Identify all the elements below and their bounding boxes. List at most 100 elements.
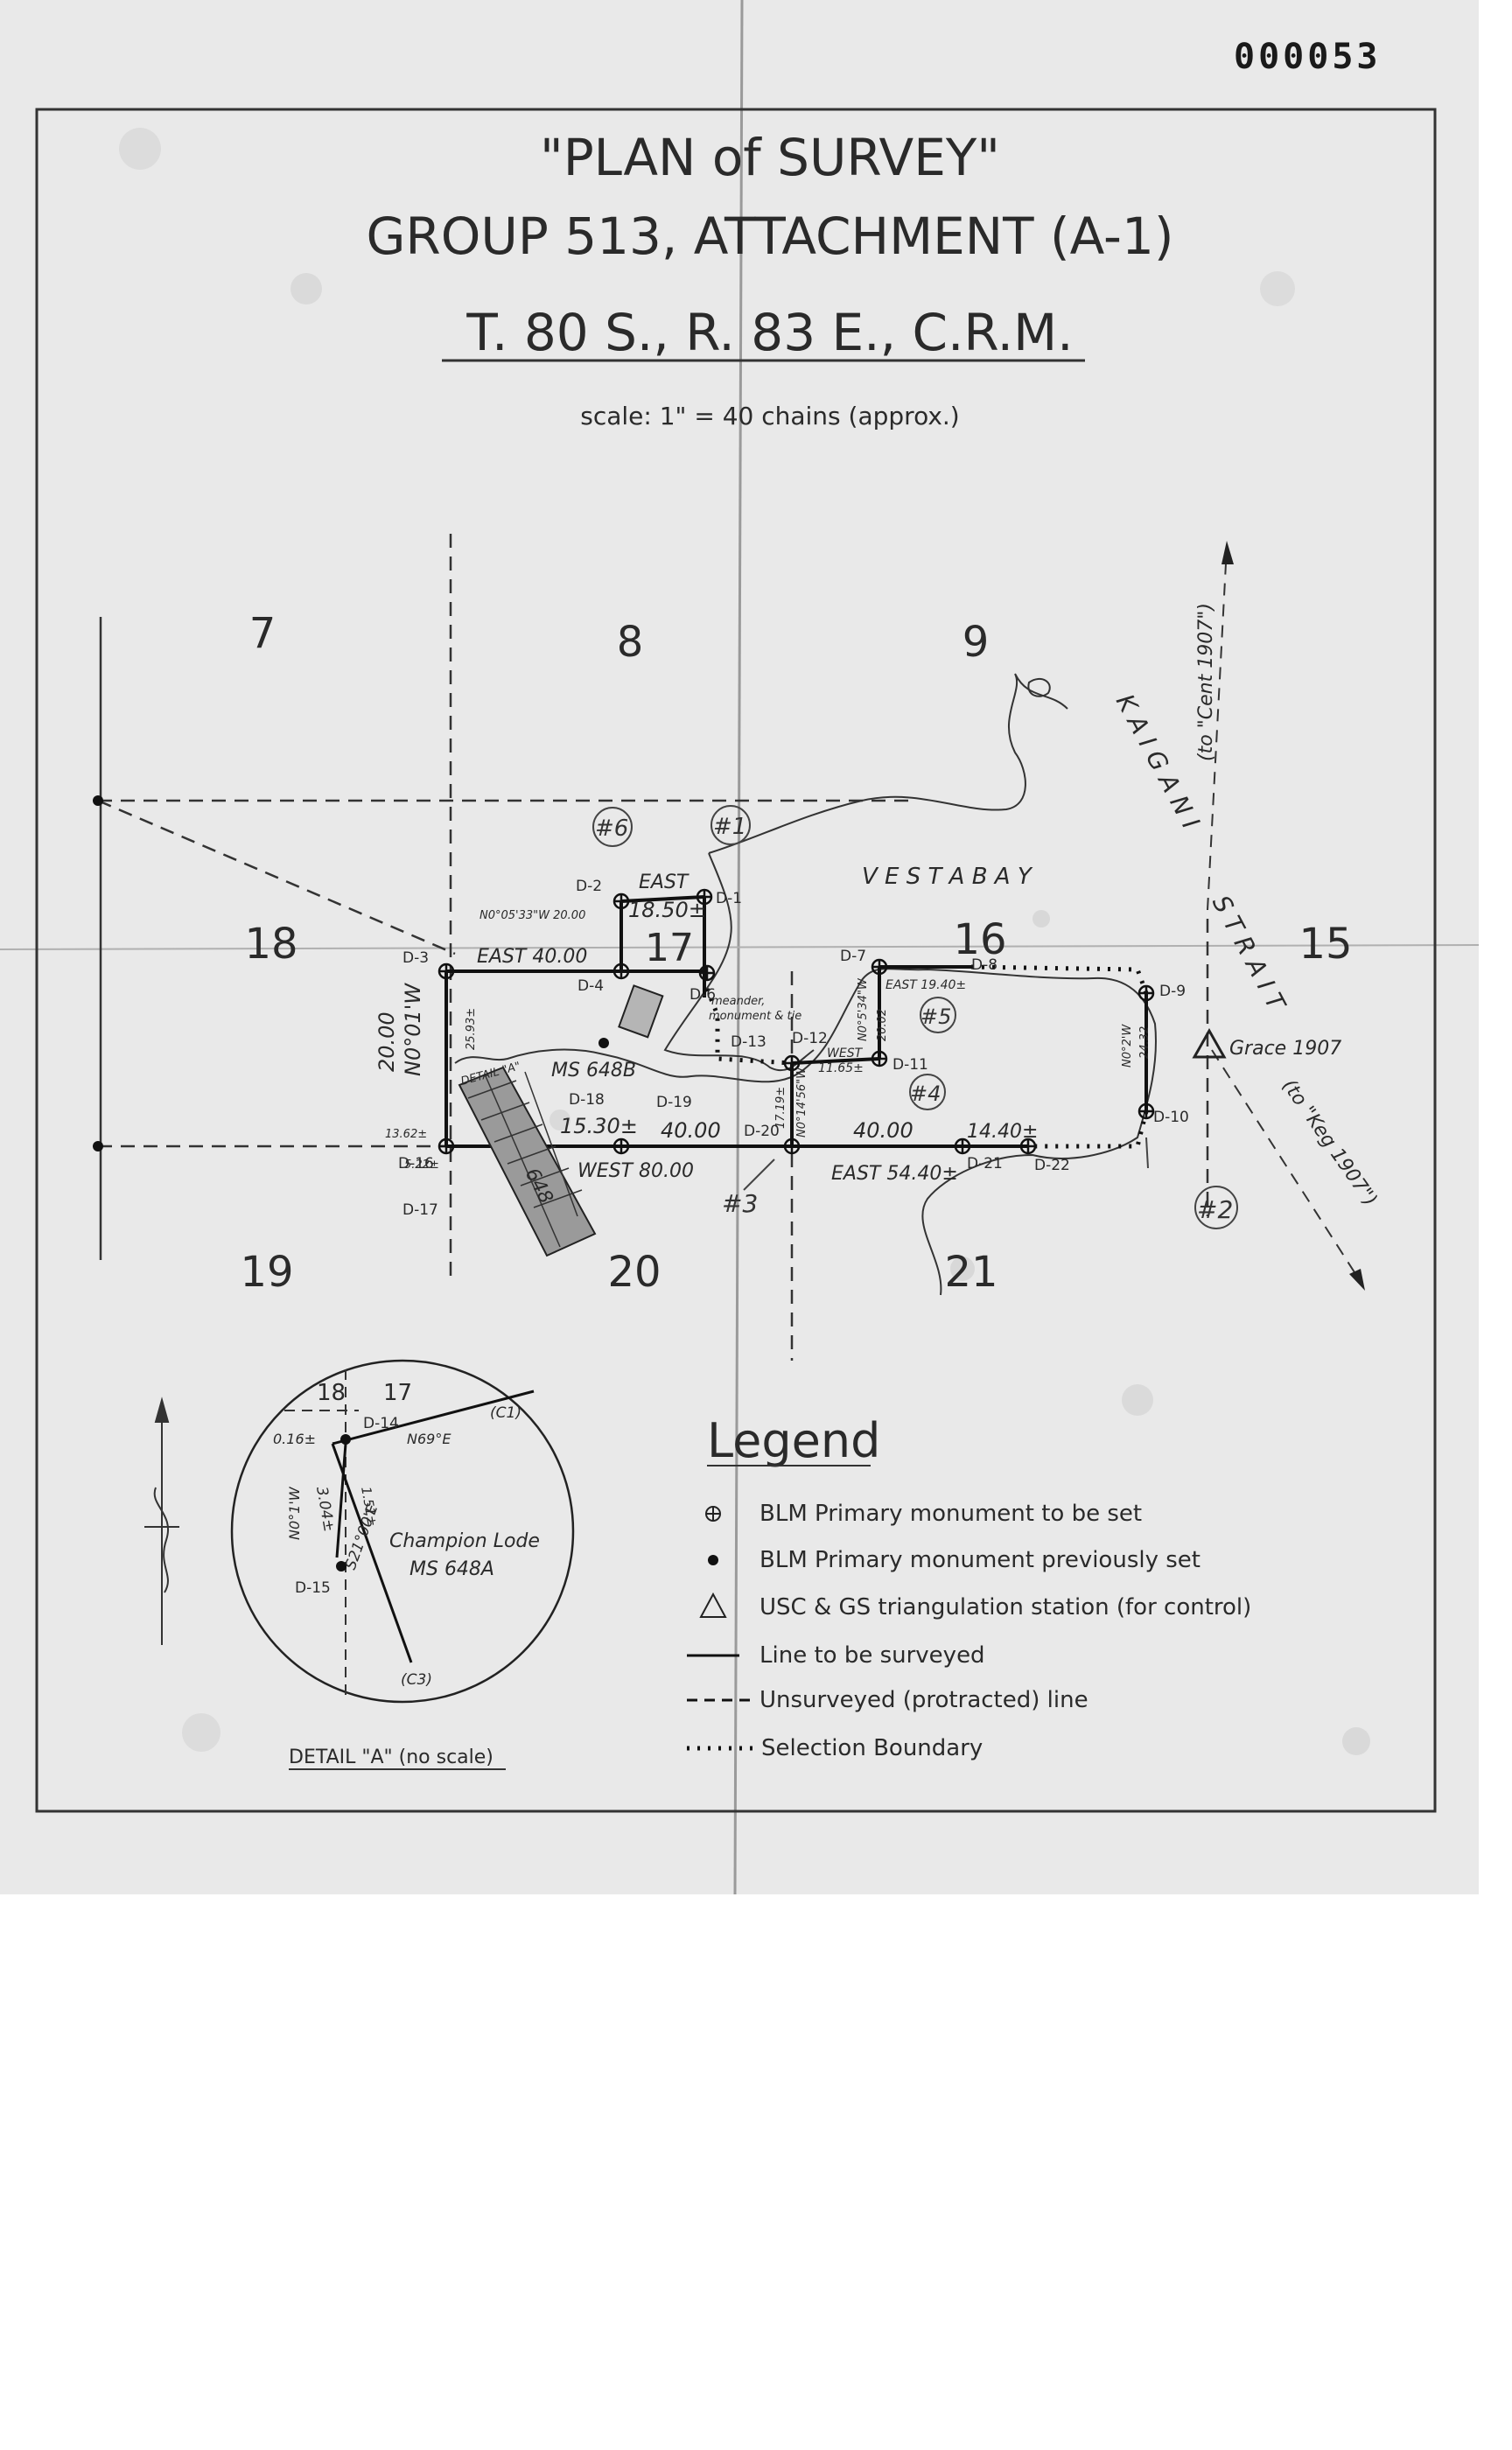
detail-d15: D-15: [295, 1579, 331, 1597]
annotation-5: #5: [920, 1004, 951, 1029]
legend-title: Legend: [707, 1413, 880, 1468]
bearing-d11: N0°5'34"W: [857, 977, 870, 1041]
dist-d11: 20.02: [876, 1009, 889, 1041]
monument-d22: [1019, 1138, 1037, 1155]
monument-d9: [1138, 984, 1155, 1002]
paper-texture: [119, 128, 1370, 1755]
arrow-cent: [1222, 541, 1234, 564]
monuments: [438, 888, 1155, 1155]
grace-triangulation-station: [1192, 1027, 1227, 1059]
strait-label: S T R A I T: [1207, 891, 1292, 1017]
detail-bearing-n69: N69°E: [407, 1431, 452, 1447]
corner-d19: D-19: [656, 1094, 692, 1111]
detail-caption: DETAIL "A" (no scale): [289, 1746, 494, 1768]
section-21: 21: [944, 1248, 998, 1297]
dist-1362: 13.62±: [385, 1128, 427, 1141]
monument-d3: [438, 962, 455, 980]
corner-d18: D-18: [569, 1091, 605, 1109]
legend-item-4: Line to be surveyed: [760, 1642, 985, 1669]
coastline-east: [861, 968, 1157, 1296]
ms-648b-label: MS 648B: [551, 1060, 636, 1082]
corner-d8: D-8: [971, 956, 998, 974]
corner-d12: D-12: [792, 1030, 828, 1047]
dist-1165: 11.65±: [818, 1061, 864, 1075]
dist-d9: 24.32: [1138, 1026, 1152, 1059]
detail-bearing-n0: N0°1'W: [286, 1486, 303, 1540]
section-9: 9: [962, 618, 990, 667]
monument-d11: [871, 1050, 888, 1068]
tie-line-cent: [1207, 546, 1228, 911]
monument-d2: [612, 892, 630, 910]
bearing-east-top: EAST: [639, 872, 690, 893]
monument-d19: [612, 1138, 630, 1155]
bearing-d20: N0°14'56"W: [795, 1067, 808, 1138]
legend-symbol-monument-previously-set: [708, 1555, 718, 1565]
corner-d4: D-4: [578, 977, 604, 995]
legend-symbol-triangulation: [699, 1592, 727, 1618]
legend-symbol-monument-to-set: [705, 1506, 721, 1522]
protracted-lines: [97, 534, 1209, 1361]
kaigani-label: K A I G A N I: [1110, 690, 1206, 834]
coastline-north: [663, 673, 1068, 1072]
vesta-bay-label: V E S T A B A Y: [862, 864, 1033, 890]
corner-d21: D-21: [967, 1155, 1003, 1172]
corner-d2: D-2: [576, 878, 602, 895]
dist-40-west: 40.00: [661, 1118, 721, 1143]
section-16: 16: [953, 915, 1006, 964]
corner-d16: D-16: [398, 1155, 434, 1172]
monument-d21: [954, 1138, 971, 1155]
legend: Legend BLM Primary monument to be set BL…: [687, 1413, 1251, 1761]
section-17: 17: [645, 926, 694, 970]
detail-sec-18: 18: [317, 1380, 346, 1406]
section-15: 15: [1298, 920, 1352, 969]
detail-dim-304: 3.04±: [312, 1485, 338, 1533]
corner-d11: D-11: [892, 1056, 928, 1074]
coastline-west: [454, 979, 863, 1083]
detail-a-inset: 18 17 D-14 D-15 (C1) (C3) 0.16± N69°E N0…: [230, 1359, 575, 1704]
section-8: 8: [617, 618, 644, 667]
scale-note: scale: 1" = 40 chains (approx.): [580, 402, 959, 430]
detail-c3: (C3): [401, 1671, 432, 1689]
survey-sheet: 000053 "PLAN of SURVEY" GROUP 513, ATTAC…: [0, 0, 1479, 1894]
annotation-4: #4: [910, 1082, 941, 1106]
corner-d1: D-1: [716, 890, 742, 907]
bearing-east-1940: EAST 19.40±: [886, 978, 966, 992]
detail-sec-17: 17: [383, 1380, 412, 1406]
grace-station-label: Grace 1907: [1229, 1038, 1341, 1060]
dist-2593: 25.93±: [465, 1008, 478, 1050]
horizontal-fold: [0, 944, 1479, 950]
bearing-n-d2: N0°05'33"W 20.00: [480, 909, 585, 922]
title-line-3: T. 80 S., R. 83 E., C.R.M.: [466, 303, 1073, 362]
corner-d6: D-6: [690, 986, 716, 1004]
dist-522: 5.22±: [404, 1158, 439, 1172]
corner-d7: D-7: [840, 948, 866, 965]
legend-item-2: BLM Primary monument previously set: [760, 1547, 1200, 1573]
section-19: 19: [240, 1248, 293, 1297]
tie-note-2: monument & tie: [709, 1010, 802, 1023]
to-keg-label: (to "Keg 1907"): [1278, 1075, 1381, 1210]
map-border: [35, 108, 1437, 1813]
bearing-d9: N0°2'W: [1121, 1024, 1134, 1068]
legend-item-5: Unsurveyed (protracted) line: [760, 1687, 1088, 1713]
north-arrow: [144, 1396, 179, 1645]
to-cent-label: (to "Cent 1907"): [1195, 603, 1217, 761]
dist-1530: 15.30±: [560, 1114, 638, 1138]
arrow-keg: [1349, 1269, 1365, 1291]
annotation-3: #3: [722, 1189, 758, 1218]
monument-d20: [783, 1138, 801, 1155]
bearing-west-d12: WEST: [827, 1046, 864, 1060]
corner-d22: D-22: [1034, 1157, 1070, 1174]
dist-40-east: 40.00: [853, 1118, 914, 1143]
bearing-east-5440: EAST 54.40±: [831, 1163, 958, 1185]
section-18: 18: [244, 920, 298, 969]
bearing-left-north: N0°01'W: [401, 983, 425, 1076]
tie-line-keg: [1211, 1049, 1362, 1283]
corner-dot-west-lower: [93, 1141, 103, 1152]
island-small: [1027, 677, 1051, 697]
annotation-2: #2: [1197, 1195, 1233, 1224]
annotation-6: #6: [595, 816, 628, 842]
monument-d7: [871, 958, 888, 976]
handwritten-annotations: #6 #1 #5 #4 #3 #2: [592, 805, 1238, 1229]
monument-d6: [698, 964, 716, 982]
dist-1440: 14.40±: [967, 1121, 1038, 1143]
